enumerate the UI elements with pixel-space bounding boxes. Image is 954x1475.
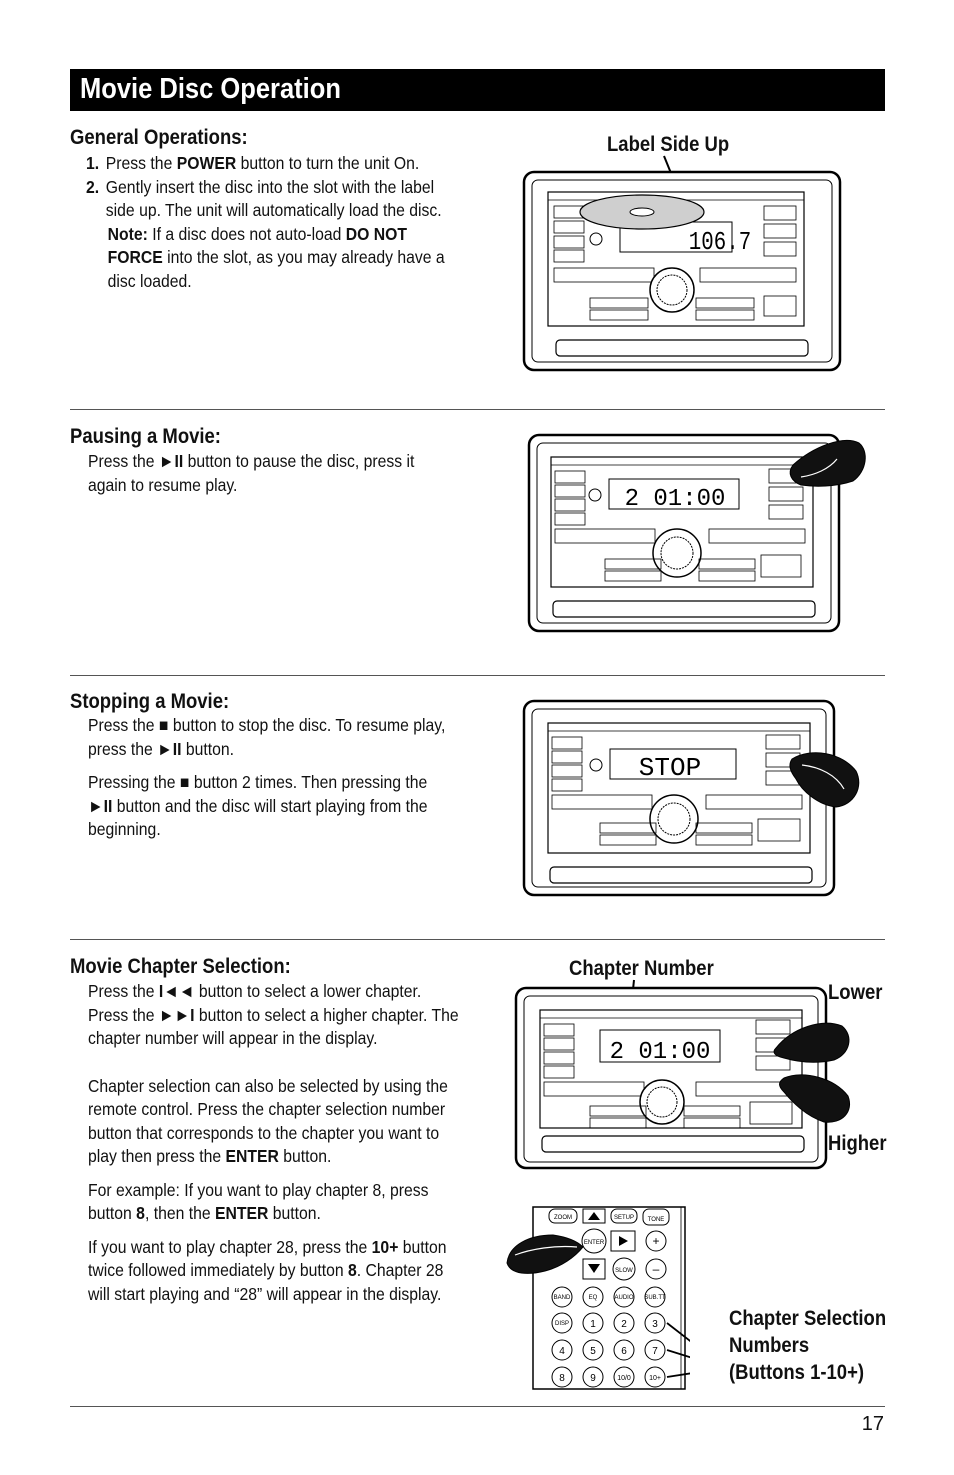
page-title-bar: Movie Disc Operation — [70, 69, 885, 111]
stopping-heading: Stopping a Movie: — [70, 690, 230, 713]
remote-key-1: 1 — [590, 1319, 596, 1330]
display-readout-4: 2 01:00 — [610, 1039, 711, 1066]
radio-unit-figure-4: 2 01:00 — [514, 979, 850, 1170]
remote-band-key: BAND — [554, 1295, 571, 1301]
radio-unit-figure-1: 106.7 — [522, 155, 842, 372]
remote-eq-key: EQ — [589, 1295, 598, 1301]
svg-text:–: – — [653, 1262, 660, 1276]
remote-subtt-key: SUB.TT — [644, 1295, 666, 1301]
remote-audio-key: AUDIO — [614, 1295, 633, 1301]
divider — [70, 409, 885, 410]
remote-disp-key: DISP — [555, 1321, 569, 1327]
remote-key-7: 7 — [652, 1346, 658, 1357]
remote-setup-key: SETUP — [614, 1215, 634, 1221]
footer-divider — [70, 1406, 885, 1407]
label-side-up-callout: Label Side Up — [607, 133, 730, 156]
radio-unit-figure-2: 2 01:00 — [527, 433, 866, 633]
display-readout-3: STOP — [639, 753, 701, 783]
chapter-number-callout: Chapter Number — [569, 957, 714, 980]
divider — [70, 675, 885, 676]
svg-text:+: + — [652, 1234, 659, 1248]
lower-callout: Lower — [828, 981, 883, 1004]
remote-tone-key: TONE — [648, 1217, 665, 1223]
remote-control-figure: ZOOM SETUP TONE ENTER + SLOW – BAND EQ A… — [506, 1206, 690, 1390]
remote-key-4: 4 — [559, 1346, 565, 1357]
display-readout-2: 2 01:00 — [625, 486, 726, 513]
divider — [70, 939, 885, 940]
page-number: 17 — [861, 1413, 884, 1435]
chapter-heading: Movie Chapter Selection: — [70, 955, 291, 978]
stopping-text: Press the ■ button to stop the disc. To … — [88, 715, 446, 839]
general-text: 1.Press the POWER button to turn the uni… — [86, 153, 445, 291]
higher-callout: Higher — [828, 1132, 887, 1155]
remote-slow-key: SLOW — [615, 1268, 633, 1274]
remote-key-9: 9 — [590, 1373, 596, 1384]
general-heading: General Operations: — [70, 126, 248, 149]
remote-enter-key: ENTER — [584, 1240, 605, 1246]
pausing-heading: Pausing a Movie: — [70, 425, 221, 448]
radio-unit-figure-3: STOP — [522, 699, 860, 897]
pausing-text: Press the ►II button to pause the disc, … — [88, 451, 415, 495]
remote-key-6: 6 — [621, 1346, 627, 1357]
chapter-selection-callout: Chapter Selection Numbers (Buttons 1-10+… — [729, 1307, 887, 1384]
display-readout-1: 106.7 — [689, 228, 751, 258]
remote-key-5: 5 — [590, 1346, 596, 1357]
remote-key-10-0: 10/0 — [617, 1375, 631, 1382]
remote-key-2: 2 — [621, 1319, 627, 1330]
remote-zoom-key: ZOOM — [554, 1215, 572, 1221]
page-title: Movie Disc Operation — [80, 73, 341, 105]
chapter-text: Press the I◄◄ button to select a lower c… — [88, 981, 459, 1304]
remote-key-3: 3 — [652, 1319, 658, 1330]
remote-key-8: 8 — [559, 1373, 565, 1384]
remote-key-10-plus: 10+ — [649, 1375, 661, 1382]
